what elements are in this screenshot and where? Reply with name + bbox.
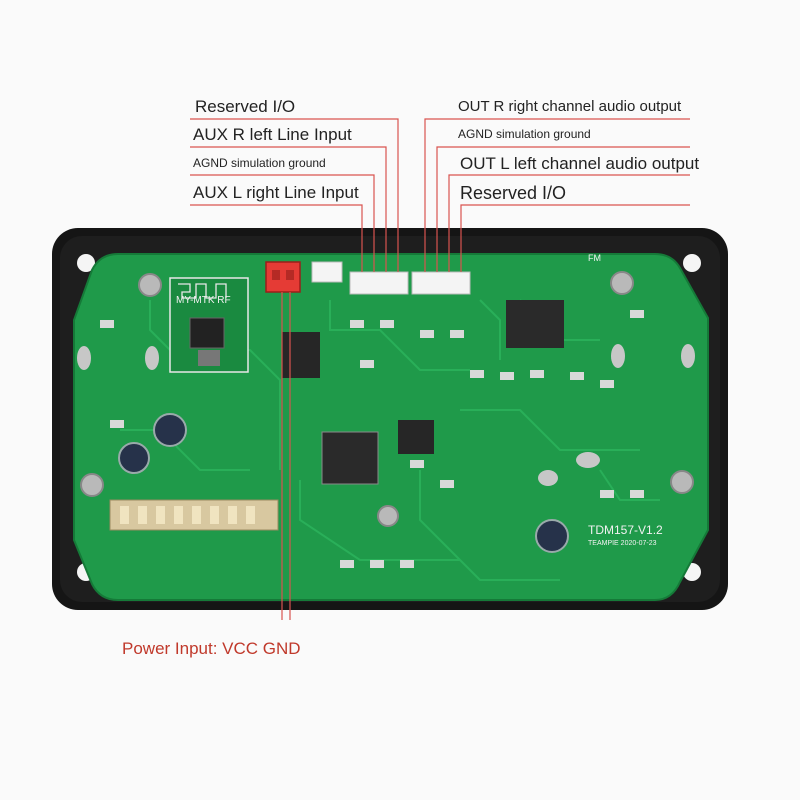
display-pin-header — [109, 499, 279, 531]
label-aux-r-input: AUX R left Line Input — [193, 125, 352, 144]
bluetooth-module — [169, 277, 249, 373]
label-out-l-output: OUT L left channel audio output — [460, 154, 700, 173]
screw-icon — [80, 271, 694, 527]
amplifier-chip — [506, 300, 564, 348]
mount-hole-icon — [683, 254, 701, 272]
capacitor-icon — [118, 413, 569, 553]
label-aux-l-input: AUX L right Line Input — [193, 183, 359, 202]
main-chip — [321, 431, 379, 485]
silk-fm-label: FM — [588, 253, 601, 263]
silk-model: TDM157-V1.2 — [588, 523, 663, 537]
label-reserved-io-left: Reserved I/O — [195, 97, 296, 116]
silk-module-label: MY-MTK RF — [176, 295, 231, 306]
power-connector — [265, 261, 301, 293]
label-agnd-left: AGND simulation ground — [193, 156, 326, 170]
audio-header-connector — [311, 261, 471, 295]
silk-maker-date: TEAMPIE 2020-07-23 — [588, 540, 657, 547]
pcb-board — [73, 253, 709, 601]
solder-pad — [77, 344, 695, 486]
label-agnd-right: AGND simulation ground — [458, 127, 591, 141]
mount-hole-icon — [77, 254, 95, 272]
label-out-r-output: OUT R right channel audio output — [458, 98, 682, 115]
label-reserved-io-right: Reserved I/O — [460, 183, 567, 203]
leader-lines — [190, 118, 690, 620]
label-power-input: Power Input: VCC GND — [122, 639, 301, 658]
regulator-chip — [282, 332, 320, 378]
eeprom-chip — [398, 420, 434, 454]
